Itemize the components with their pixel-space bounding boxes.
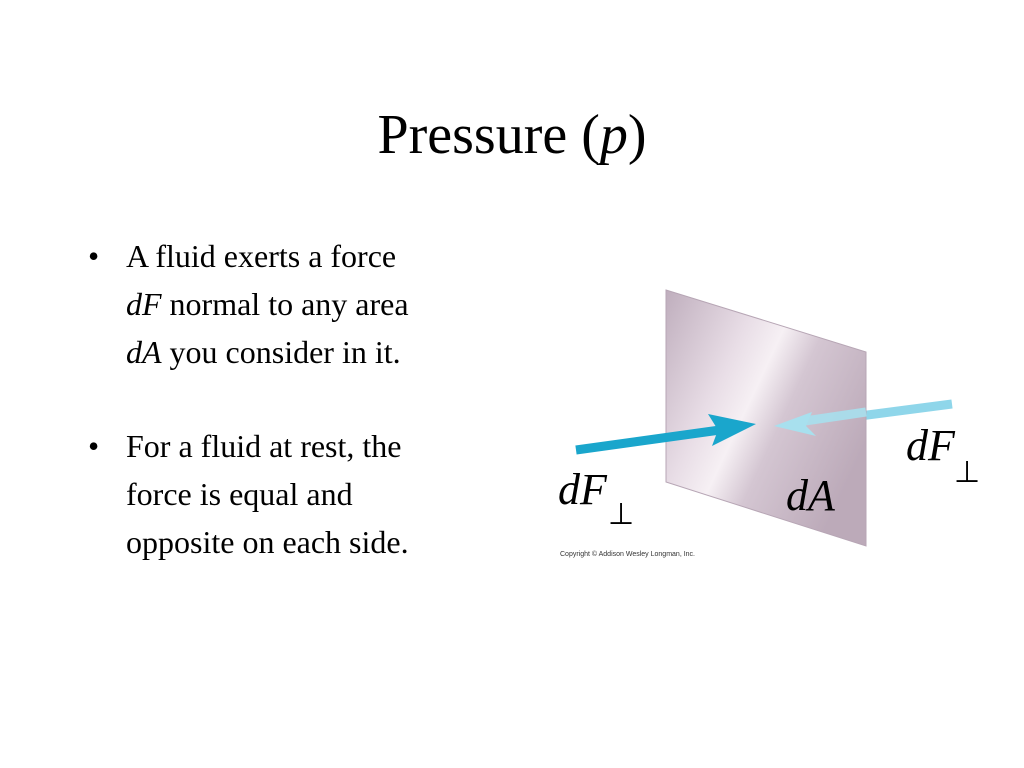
title-text: Pressure ( xyxy=(377,104,600,166)
bullet-text-line: normal to any area xyxy=(161,286,409,322)
label-area: dA xyxy=(786,471,836,520)
bullet-list: • A fluid exerts a force dF normal to an… xyxy=(86,232,506,566)
copyright-notice: Copyright © Addison Wesley Longman, Inc. xyxy=(560,550,695,558)
area-plate xyxy=(665,289,867,547)
label-force-right-perp: ⊥ xyxy=(954,455,980,490)
pressure-figure: dF ⊥ dF ⊥ dA Copyright © Addison Wesley … xyxy=(548,278,988,578)
bullet-text-line: force is equal and xyxy=(126,476,353,512)
bullet-text-line: For a fluid at rest, the xyxy=(126,428,402,464)
title-variable: p xyxy=(599,104,628,166)
bullet-text-line: A fluid exerts a force xyxy=(126,238,397,274)
force-arrow-front xyxy=(575,414,756,455)
title-close: ) xyxy=(627,104,647,166)
bullet-item-force-equal: • For a fluid at rest, the force is equa… xyxy=(86,422,506,566)
bullet-marker: • xyxy=(88,238,100,274)
force-arrow-back-through-plate xyxy=(774,407,867,436)
label-force-right: dF xyxy=(906,421,956,470)
bullet-text-line: you consider in it. xyxy=(161,334,401,370)
bullet-marker: • xyxy=(88,428,100,464)
label-force-left: dF xyxy=(558,465,608,514)
bullet-variable-dA: dA xyxy=(126,334,162,370)
bullet-item-force-normal: • A fluid exerts a force dF normal to an… xyxy=(86,232,506,376)
label-force-left-perp: ⊥ xyxy=(608,497,634,532)
slide-title: Pressure (p) xyxy=(0,100,1024,170)
bullet-text-line: opposite on each side. xyxy=(126,524,409,560)
bullet-variable-dF: dF xyxy=(126,286,162,322)
pressure-diagram: dF ⊥ dF ⊥ dA Copyright © Addison Wesley … xyxy=(558,289,980,558)
